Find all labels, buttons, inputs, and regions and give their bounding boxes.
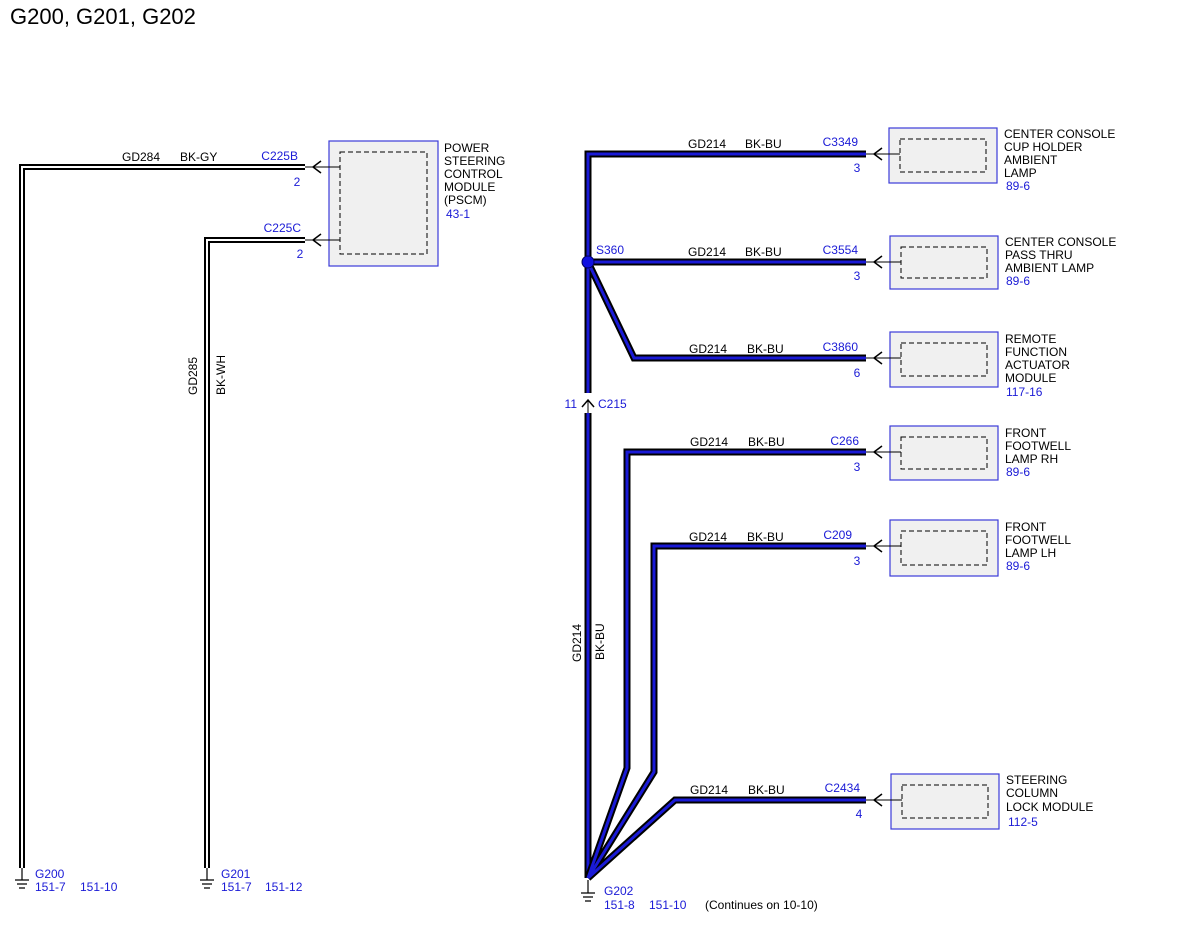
module-1-pin: 3 — [854, 269, 861, 283]
module-4-name-3: LAMP LH — [1005, 546, 1056, 560]
module-4-ref: 89-6 — [1006, 559, 1030, 573]
module-2-name-4: MODULE — [1005, 371, 1056, 385]
module-0-pin: 3 — [854, 161, 861, 175]
module-3-name-1: FRONT — [1005, 426, 1047, 440]
module-4-wire-color: BK-BU — [747, 530, 784, 544]
module-5-name-3: LOCK MODULE — [1006, 800, 1093, 814]
module-0-name-1: CENTER CONSOLE — [1004, 127, 1115, 141]
module-0-wire-color: BK-BU — [745, 137, 782, 151]
pscm-name-4: MODULE — [444, 180, 495, 194]
module-front-footwell-lamp-lh[interactable] — [866, 519, 999, 577]
module-1-name-3: AMBIENT LAMP — [1005, 261, 1094, 275]
wire-gd284-circuit: GD284 — [122, 150, 160, 164]
wire-gd285-color: BK-WH — [214, 355, 228, 395]
ground-g201-ref-1: 151-7 — [221, 880, 252, 894]
module-3-name-3: LAMP RH — [1005, 452, 1058, 466]
module-5-name-2: COLUMN — [1006, 786, 1058, 800]
module-0-connector: C3349 — [823, 135, 859, 149]
module-5-wire-color: BK-BU — [748, 783, 785, 797]
ground-g202-icon — [581, 880, 595, 902]
trunk-wire-color: BK-BU — [593, 623, 607, 660]
pscm-name-1: POWER — [444, 141, 490, 155]
module-1-wire-circuit: GD214 — [688, 245, 726, 259]
module-2-wire-color: BK-BU — [747, 342, 784, 356]
module-2-connector: C3860 — [823, 340, 859, 354]
wire-gd284[interactable] — [19, 164, 305, 868]
module-3-wire-color: BK-BU — [748, 435, 785, 449]
module-1-wire-color: BK-BU — [745, 245, 782, 259]
module-4-pin: 3 — [854, 554, 861, 568]
inline-connector-c215[interactable] — [581, 398, 595, 413]
module-steering-column-lock[interactable] — [866, 773, 1000, 830]
ground-g202-ref-2: 151-10 — [649, 898, 687, 912]
module-2-wire-circuit: GD214 — [689, 342, 727, 356]
pscm-name-5: (PSCM) — [444, 193, 487, 207]
ground-g201-icon — [200, 868, 214, 889]
wire-gd285-circuit: GD285 — [186, 357, 200, 395]
pscm-ref: 43-1 — [446, 207, 470, 221]
module-1-name-1: CENTER CONSOLE — [1005, 235, 1116, 249]
module-2-name-2: FUNCTION — [1005, 345, 1067, 359]
module-3-ref: 89-6 — [1006, 465, 1030, 479]
ground-g202-ref-1: 151-8 — [604, 898, 635, 912]
module-5-connector: C2434 — [825, 781, 861, 795]
module-5-wire-circuit: GD214 — [690, 783, 728, 797]
module-4-name-1: FRONT — [1005, 520, 1047, 534]
module-1-connector: C3554 — [823, 243, 859, 257]
wire-gd285[interactable] — [204, 237, 305, 868]
module-5-name-1: STEERING — [1006, 773, 1067, 787]
pscm-pin-c: 2 — [297, 247, 304, 261]
trunk-wire-circuit: GD214 — [570, 624, 584, 662]
module-0-name-3: AMBIENT — [1004, 153, 1058, 167]
module-remote-function-actuator[interactable] — [866, 331, 999, 388]
pscm-connector-b: C225B — [261, 149, 298, 163]
module-0-wire-circuit: GD214 — [688, 137, 726, 151]
module-5-ref: 112-5 — [1008, 815, 1038, 829]
module-5-pin: 4 — [856, 807, 863, 821]
ground-g201-ref-2: 151-12 — [265, 880, 303, 894]
pscm-name-2: STEERING — [444, 154, 505, 168]
wire-gd214-branches[interactable] — [584, 448, 866, 881]
module-1-ref: 89-6 — [1006, 274, 1030, 288]
pscm-module[interactable] — [305, 140, 439, 267]
ground-g200-ref-1: 151-7 — [35, 880, 66, 894]
pscm-name-3: CONTROL — [444, 167, 503, 181]
ground-g200-ref-2: 151-10 — [80, 880, 118, 894]
module-3-pin: 3 — [854, 460, 861, 474]
module-3-wire-circuit: GD214 — [690, 435, 728, 449]
ground-g202-label: G202 — [604, 884, 634, 898]
wire-gd284-color: BK-GY — [180, 150, 217, 164]
continues-note[interactable]: (Continues on 10-10) — [705, 898, 818, 912]
inline-connector-pin: 11 — [565, 397, 578, 411]
ground-g201-label: G201 — [221, 867, 251, 881]
module-center-console-pass-thru-lamp[interactable] — [866, 235, 999, 290]
module-3-connector: C266 — [830, 434, 859, 448]
module-4-wire-circuit: GD214 — [689, 530, 727, 544]
ground-g200-icon — [15, 868, 29, 889]
module-2-pin: 6 — [854, 366, 861, 380]
module-1-name-2: PASS THRU — [1005, 248, 1073, 262]
page-title: G200, G201, G202 — [10, 4, 196, 29]
module-2-name-3: ACTUATOR — [1005, 358, 1070, 372]
module-4-connector: C209 — [823, 528, 852, 542]
splice-label: S360 — [596, 243, 624, 257]
module-0-ref: 89-6 — [1006, 179, 1030, 193]
inline-connector-label: C215 — [598, 397, 627, 411]
pscm-connector-c: C225C — [264, 221, 302, 235]
ground-g200-label: G200 — [35, 867, 65, 881]
module-0-name-4: LAMP — [1004, 166, 1037, 180]
wire-gd214-trunk[interactable] — [584, 150, 866, 878]
module-2-name-1: REMOTE — [1005, 332, 1056, 346]
pscm-pin-b: 2 — [294, 175, 301, 189]
module-2-ref: 117-16 — [1006, 385, 1043, 399]
module-center-console-cup-holder-lamp[interactable] — [866, 127, 998, 184]
splice-s360[interactable] — [581, 255, 595, 269]
module-4-name-2: FOOTWELL — [1005, 533, 1071, 547]
module-3-name-2: FOOTWELL — [1005, 439, 1071, 453]
module-front-footwell-lamp-rh[interactable] — [866, 425, 999, 481]
module-0-name-2: CUP HOLDER — [1004, 140, 1083, 154]
